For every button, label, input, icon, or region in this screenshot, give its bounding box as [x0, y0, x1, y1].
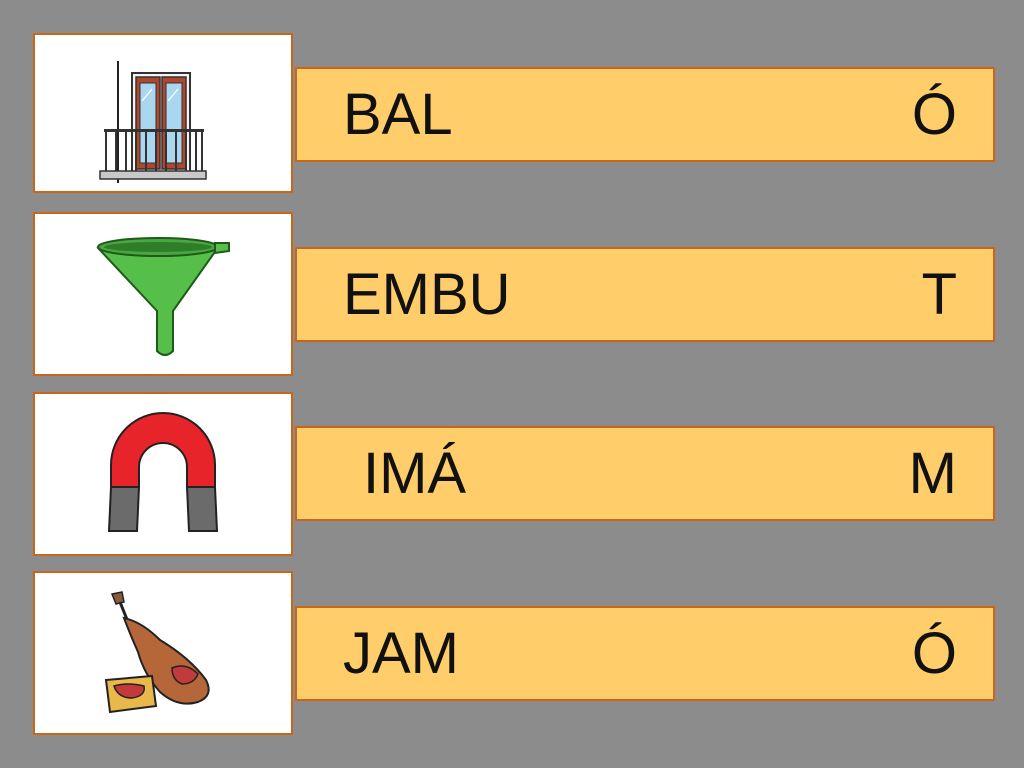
- picture-card-3[interactable]: [33, 392, 293, 556]
- word-end: M: [908, 440, 957, 506]
- word-row-4: JAM Ó: [0, 571, 1024, 735]
- word-end: Ó: [911, 620, 957, 686]
- ham-icon: [104, 591, 210, 714]
- word-end: T: [921, 261, 957, 327]
- word-bar-4: JAM Ó: [295, 606, 995, 701]
- word-start: JAM: [343, 620, 459, 686]
- picture-card-1[interactable]: [33, 33, 293, 193]
- balcony-icon: [99, 61, 207, 183]
- funnel-icon: [96, 237, 230, 356]
- word-bar-1: BAL Ó: [295, 67, 995, 162]
- word-row-3: IMÁ M: [0, 392, 1024, 556]
- word-row-2: EMBU T: [0, 212, 1024, 376]
- picture-card-2[interactable]: [33, 212, 293, 376]
- word-start: EMBU: [343, 261, 511, 327]
- magnet-icon: [107, 412, 219, 532]
- word-start: IMÁ: [363, 440, 467, 506]
- word-row-1: BAL Ó: [0, 33, 1024, 197]
- word-bar-3: IMÁ M: [295, 426, 995, 521]
- word-start: BAL: [343, 81, 453, 147]
- word-bar-2: EMBU T: [295, 247, 995, 342]
- word-end: Ó: [911, 81, 957, 147]
- picture-card-4[interactable]: [33, 571, 293, 735]
